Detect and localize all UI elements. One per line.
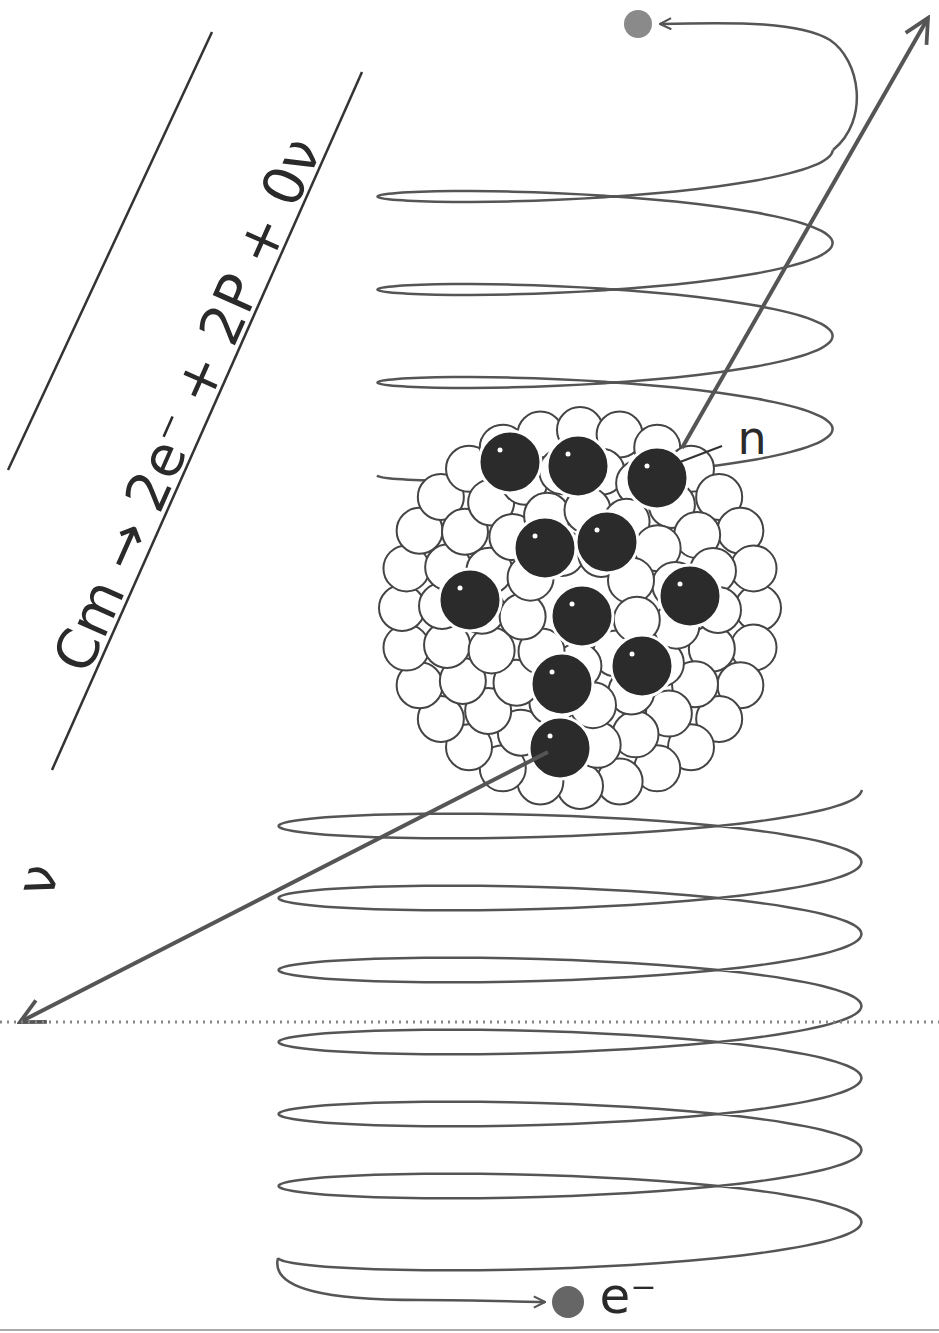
highlight [533, 534, 538, 539]
proton-ball [731, 545, 777, 591]
particle-label: e⁻ [599, 1271, 656, 1321]
helix-path [377, 150, 833, 481]
helix-path [660, 23, 857, 150]
neutron-ball [514, 517, 576, 579]
highlight [458, 586, 463, 591]
neutron-ball [611, 635, 673, 697]
highlight [548, 734, 553, 739]
highlight [566, 452, 571, 457]
leader-line [680, 446, 722, 462]
neutron-ball [479, 431, 541, 493]
particle-label: n [737, 415, 766, 461]
dotted-line [0, 1021, 939, 1024]
nucleus-ground [388, 416, 772, 800]
highlight [498, 448, 503, 453]
neutron-ball [531, 653, 593, 715]
particle-arrow [20, 752, 548, 1022]
highlight [630, 652, 635, 657]
electron-dot [552, 1286, 584, 1318]
neutron-ball [551, 585, 613, 647]
formula-label: Cm → 2e⁻ + 2P + 0ν [45, 130, 331, 680]
neutron-ball [547, 435, 609, 497]
neutron-ball [529, 717, 591, 779]
highlight [645, 464, 650, 469]
highlight [595, 528, 600, 533]
neutron-ball [659, 565, 721, 627]
neutron-ball [576, 511, 638, 573]
particle-dot [624, 10, 652, 38]
neutron-ball [439, 569, 501, 631]
highlight [570, 602, 575, 607]
particle-label: ν [8, 858, 68, 901]
helix-path [277, 1258, 545, 1302]
helix-path [278, 790, 862, 1270]
proton-ball [500, 594, 546, 640]
highlight [550, 670, 555, 675]
highlight [678, 582, 683, 587]
particle-arrow [682, 18, 928, 448]
neutron-ball [626, 447, 688, 509]
page-edge [0, 1329, 939, 1331]
